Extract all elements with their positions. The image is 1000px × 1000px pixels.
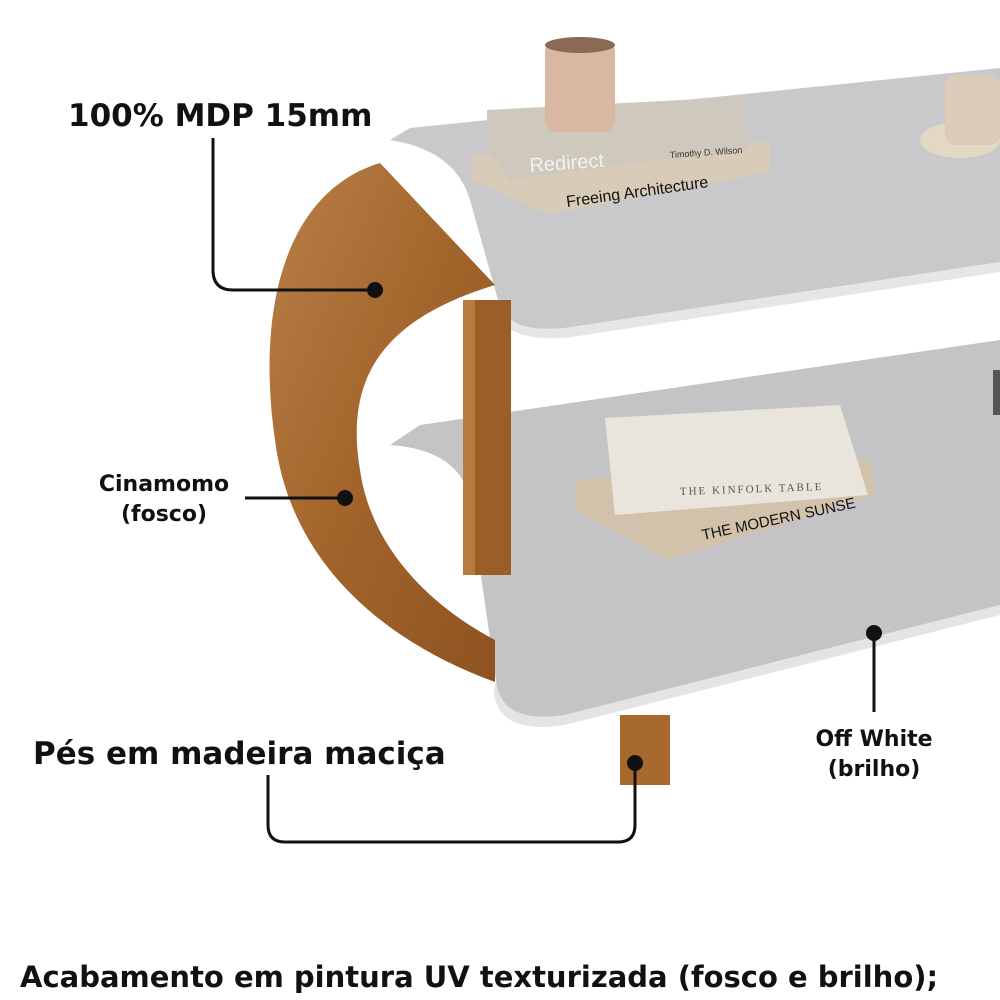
book-title-redirect: Redirect xyxy=(529,150,605,177)
wood-side-panel xyxy=(269,163,495,682)
vase xyxy=(545,40,615,132)
callout-dots xyxy=(337,282,882,771)
label-top-finish-line2: (brilho) xyxy=(827,757,921,782)
top-shelf-edge xyxy=(496,262,1000,339)
lower-book-top xyxy=(605,405,868,515)
plant-pot xyxy=(993,370,1000,415)
book-cover-kinfolk: THE KINFOLK TABLE xyxy=(680,481,824,498)
callout-lines xyxy=(211,138,876,844)
label-legs: Pés em madeira maciça xyxy=(33,736,446,772)
label-material: 100% MDP 15mm xyxy=(68,98,373,134)
label-top-finish: Off White (brilho) xyxy=(794,725,954,785)
label-wood-finish-line1: Cinamomo xyxy=(98,472,230,497)
wood-leg xyxy=(620,715,670,785)
footer-text: Acabamento em pintura UV texturizada (fo… xyxy=(20,960,939,994)
label-top-finish-line1: Off White xyxy=(815,727,933,752)
callout-line-mdp xyxy=(211,138,375,292)
label-wood-finish: Cinamomo (fosco) xyxy=(84,470,244,530)
callout-line-legs xyxy=(266,765,637,844)
label-wood-finish-line2: (fosco) xyxy=(120,502,208,527)
